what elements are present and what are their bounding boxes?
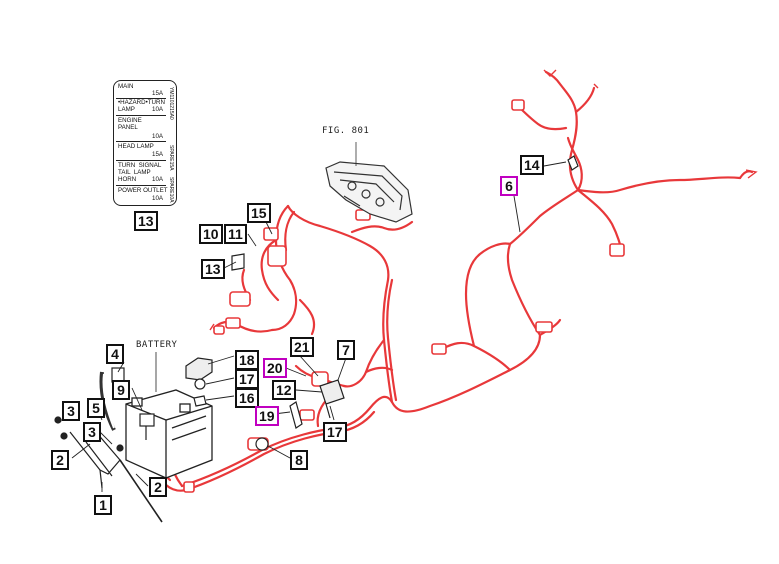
callout-21: 21: [290, 337, 314, 357]
callout-13: 13: [134, 211, 158, 231]
battery-label: BATTERY: [136, 340, 178, 350]
callout-19: 19: [255, 406, 279, 426]
callout-8: 8: [290, 450, 308, 470]
callout-2: 2: [149, 477, 167, 497]
battery-bracket: [54, 367, 163, 523]
callout-13: 13: [201, 259, 225, 279]
callout-2: 2: [51, 450, 69, 470]
fuse-row-0: MAIN: [118, 83, 134, 90]
callout-1: 1: [94, 495, 112, 515]
connectors: [175, 99, 625, 493]
fuse-divider: [116, 115, 166, 116]
callout-20: 20: [263, 358, 287, 378]
callout-15: 15: [247, 203, 271, 223]
fuse-amp-4: 10A: [152, 176, 164, 183]
fuse-row-5: POWER OUTLET: [118, 187, 168, 194]
battery-illustration: [125, 352, 213, 479]
callout-3: 3: [62, 401, 80, 421]
fuse-side-label-0: YM1101215A0: [168, 87, 174, 120]
fuse-row-1: •HAZARD•TURN LAMP: [118, 99, 165, 113]
fuse-side-label-2: SPARE10A: [168, 177, 174, 203]
callout-17: 17: [323, 422, 347, 442]
callout-16: 16: [235, 388, 259, 408]
fuse-amp-5: 10A: [152, 195, 164, 202]
callout-12: 12: [272, 380, 296, 400]
fuse-amp-0: 15A: [152, 90, 164, 97]
fuse-amp-3: 15A: [152, 151, 164, 158]
callout-18: 18: [235, 350, 259, 370]
fuse-row-2: ENGINE PANEL: [118, 117, 142, 131]
harness-ends: [209, 69, 758, 331]
callout-11: 11: [224, 224, 247, 244]
fuse-amp-2: 10A: [152, 133, 164, 140]
fuse-side-label-1: SPARE15A: [168, 145, 174, 171]
fuse-amp-1: 10A: [152, 106, 164, 113]
fuse-card: MAIN 15A •HAZARD•TURN LAMP 10A ENGINE PA…: [113, 80, 177, 206]
main-harness: [146, 70, 754, 492]
fuse-divider: [116, 98, 166, 99]
fig-label: FIG. 801: [322, 126, 370, 136]
callout-6: 6: [500, 176, 518, 196]
callout-10: 10: [199, 224, 223, 244]
fuse-row-3: HEAD LAMP: [118, 143, 154, 150]
small-parts: [185, 155, 579, 451]
callout-17: 17: [235, 369, 259, 389]
instrument-panel: [325, 142, 413, 223]
fuse-row-4: TURN SIGNAL TAIL LAMP HORN: [118, 162, 162, 183]
callout-9: 9: [112, 380, 130, 400]
callout-14: 14: [520, 155, 544, 175]
callout-7: 7: [337, 340, 355, 360]
fuse-divider: [116, 185, 166, 186]
fuse-divider: [116, 160, 166, 161]
callout-5: 5: [87, 398, 105, 418]
callout-3: 3: [83, 422, 101, 442]
callout-4: 4: [106, 344, 124, 364]
fuse-divider: [116, 141, 166, 142]
